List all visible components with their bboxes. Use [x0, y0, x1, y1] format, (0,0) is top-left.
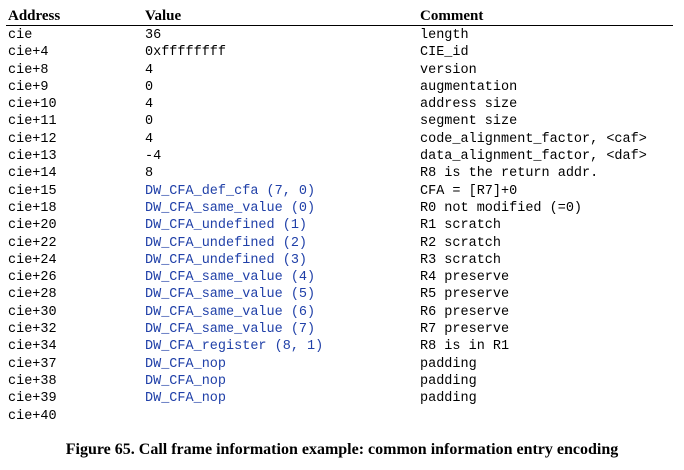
row-comment: code_alignment_factor, <caf> — [420, 131, 647, 147]
table-row: cie+39 DW_CFA_nop padding — [0, 390, 684, 407]
table-row: cie+40 — [0, 408, 684, 425]
row-value: 0 — [145, 114, 154, 130]
row-address: cie+12 — [8, 131, 57, 147]
row-address: cie+37 — [8, 356, 57, 372]
table-row: cie+26 DW_CFA_same_value (4) R4 preserve — [0, 269, 684, 286]
row-comment: padding — [420, 373, 477, 389]
row-value: 8 — [145, 166, 154, 182]
row-value-link[interactable]: DW_CFA_nop — [145, 373, 227, 389]
table-row: cie+37 DW_CFA_nop padding — [0, 356, 684, 373]
row-value-link[interactable]: DW_CFA_register (8, 1) — [145, 339, 324, 355]
row-value-link[interactable]: DW_CFA_nop — [145, 356, 227, 372]
row-address: cie+10 — [8, 97, 57, 113]
entry-table: cie 36 length cie+4 0xffffffff CIE_id cie+8 4 ve… — [0, 27, 684, 425]
row-address: cie+14 — [8, 166, 57, 182]
table-row: cie+24 DW_CFA_undefined (3) R3 scratch — [0, 252, 684, 269]
row-value-link[interactable]: DW_CFA_undefined (3) — [145, 252, 308, 268]
row-comment: address size — [420, 97, 518, 113]
row-address: cie+22 — [8, 235, 57, 251]
row-comment: padding — [420, 391, 477, 407]
row-comment: R3 scratch — [420, 252, 502, 268]
header-value: Value — [145, 8, 182, 24]
row-comment: R2 scratch — [420, 235, 502, 251]
row-value-link[interactable]: DW_CFA_same_value (4) — [145, 270, 316, 286]
table-row: cie+28 DW_CFA_same_value (5) R5 preserve — [0, 286, 684, 303]
row-address: cie+13 — [8, 149, 57, 165]
row-comment: R0 not modified (=0) — [420, 200, 583, 216]
row-comment: CIE_id — [420, 45, 469, 61]
row-address: cie+9 — [8, 79, 49, 95]
row-value: 0xffffffff — [145, 45, 227, 61]
table-row: cie+30 DW_CFA_same_value (6) R6 preserve — [0, 304, 684, 321]
row-value: -4 — [145, 149, 162, 165]
row-address: cie+20 — [8, 218, 57, 234]
header-address: Address — [8, 8, 61, 24]
row-address: cie+40 — [8, 408, 57, 424]
table-row: cie 36 length — [0, 27, 684, 44]
table-row: cie+20 DW_CFA_undefined (1) R1 scratch — [0, 217, 684, 234]
row-value: 4 — [145, 97, 154, 113]
row-comment: data_alignment_factor, <daf> — [420, 149, 647, 165]
table-row: cie+34 DW_CFA_register (8, 1) R8 is in R1 — [0, 338, 684, 355]
row-comment: segment size — [420, 114, 518, 130]
row-comment: CFA = [R7]+0 — [420, 183, 518, 199]
row-value-link[interactable]: DW_CFA_undefined (2) — [145, 235, 308, 251]
row-value-link[interactable]: DW_CFA_same_value (5) — [145, 287, 316, 303]
row-address: cie+26 — [8, 270, 57, 286]
row-comment: length — [420, 28, 469, 43]
table-row: cie+9 0 augmentation — [0, 79, 684, 96]
table-row: cie+10 4 address size — [0, 96, 684, 113]
row-comment: padding — [420, 356, 477, 372]
table-row: cie+11 0 segment size — [0, 113, 684, 130]
table-row: cie+4 0xffffffff CIE_id — [0, 44, 684, 61]
row-value-link[interactable]: DW_CFA_same_value (7) — [145, 322, 316, 338]
row-value-link[interactable]: DW_CFA_undefined (1) — [145, 218, 308, 234]
row-comment: version — [420, 62, 477, 78]
table-row: cie+22 DW_CFA_undefined (2) R2 scratch — [0, 235, 684, 252]
row-comment: R5 preserve — [420, 287, 510, 303]
row-value: 4 — [145, 131, 154, 147]
row-address: cie+18 — [8, 200, 57, 216]
row-comment: R4 preserve — [420, 270, 510, 286]
row-value-link[interactable]: DW_CFA_nop — [145, 391, 227, 407]
row-address: cie+34 — [8, 339, 57, 355]
row-address: cie+30 — [8, 304, 57, 320]
row-value-link[interactable]: DW_CFA_same_value (0) — [145, 200, 316, 216]
row-value-link[interactable]: DW_CFA_same_value (6) — [145, 304, 316, 320]
table-row: cie+12 4 code_alignment_factor, <caf> — [0, 131, 684, 148]
row-address: cie+11 — [8, 114, 57, 130]
table-row: cie+38 DW_CFA_nop padding — [0, 373, 684, 390]
row-comment: R8 is in R1 — [420, 339, 510, 355]
row-value: 4 — [145, 62, 154, 78]
header-underline — [6, 25, 673, 26]
table-row: cie+13 -4 data_alignment_factor, <daf> — [0, 148, 684, 165]
row-comment: R6 preserve — [420, 304, 510, 320]
row-address: cie+4 — [8, 45, 49, 61]
row-value-link[interactable]: DW_CFA_def_cfa (7, 0) — [145, 183, 316, 199]
table-row: cie+15 DW_CFA_def_cfa (7, 0) CFA = [R7]+0 — [0, 183, 684, 200]
table-row: cie+14 8 R8 is the return addr. — [0, 165, 684, 182]
header-comment: Comment — [420, 8, 484, 24]
row-comment: R7 preserve — [420, 322, 510, 338]
row-address: cie+28 — [8, 287, 57, 303]
table-row: cie+32 DW_CFA_same_value (7) R7 preserve — [0, 321, 684, 338]
row-value: 36 — [145, 28, 162, 43]
figure-caption: Figure 65. Call frame information exampl… — [65, 441, 619, 458]
row-comment: R8 is the return addr. — [420, 166, 599, 182]
row-address: cie+39 — [8, 391, 57, 407]
row-address: cie+24 — [8, 252, 57, 268]
row-address: cie+38 — [8, 373, 57, 389]
row-address: cie — [8, 28, 33, 43]
table-row: cie+8 4 version — [0, 62, 684, 79]
table-row: cie+18 DW_CFA_same_value (0) R0 not modifi… — [0, 200, 684, 217]
row-comment: augmentation — [420, 79, 518, 95]
row-comment: R1 scratch — [420, 218, 502, 234]
row-address: cie+15 — [8, 183, 57, 199]
row-address: cie+8 — [8, 62, 49, 78]
row-value: 0 — [145, 79, 154, 95]
row-address: cie+32 — [8, 322, 57, 338]
